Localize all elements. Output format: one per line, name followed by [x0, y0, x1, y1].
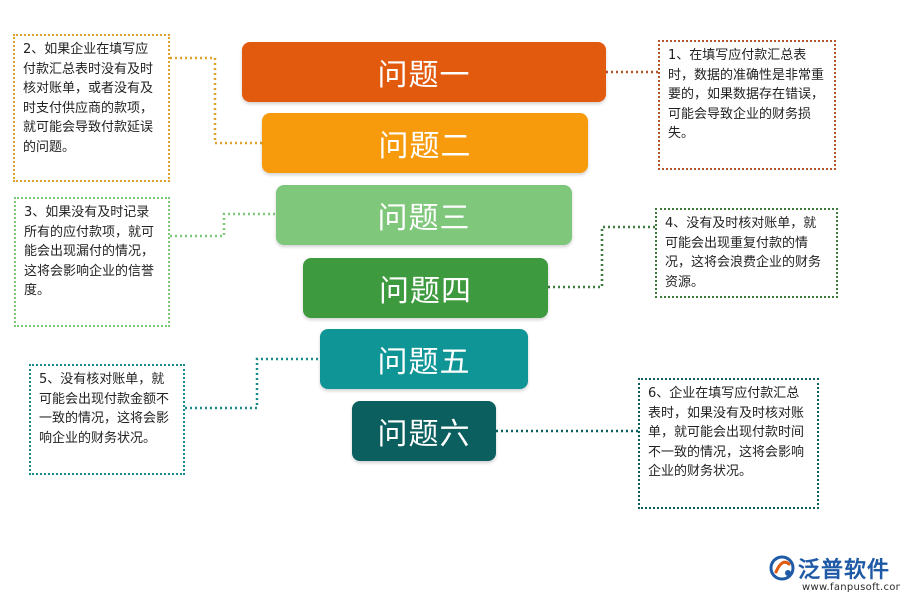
funnel-bar-4: 问题四 [303, 258, 548, 318]
funnel-bar-1: 问题一 [242, 42, 606, 102]
funnel-bar-6: 问题六 [352, 401, 496, 461]
funnel-bar-5: 问题五 [320, 329, 528, 389]
note-4-text: 4、没有及时核对账单，就可能会出现重复付款的情况，这将会浪费企业的财务资源。 [665, 216, 822, 290]
note-3-text: 3、如果没有及时记录所有的应付款项，就可能会出现漏付的情况，这将会影响企业的信誉… [24, 205, 155, 298]
funnel-bar-3: 问题三 [276, 185, 572, 245]
funnel-bar-2-label: 问题二 [378, 129, 472, 164]
fanpu-logo-icon [769, 555, 795, 581]
note-4: 4、没有及时核对账单，就可能会出现重复付款的情况，这将会浪费企业的财务资源。 [655, 208, 838, 298]
note-1-text: 1、在填写应付款汇总表时，数据的准确性是非常重要的，如果数据存在错误，可能会导致… [668, 48, 825, 141]
note-2-text: 2、如果企业在填写应付款汇总表时没有及时核对账单，或者没有及时支付供应商的款项，… [23, 42, 154, 155]
connector-3 [170, 212, 276, 238]
funnel-bar-5-label: 问题五 [377, 345, 471, 380]
funnel-bar-1-label: 问题一 [377, 58, 471, 93]
funnel-bar-2: 问题二 [262, 113, 588, 173]
brand-name: 泛普软件 [798, 558, 891, 583]
note-1: 1、在填写应付款汇总表时，数据的准确性是非常重要的，如果数据存在错误，可能会导致… [658, 40, 836, 170]
brand-url: www.fanpusoft.com [802, 582, 900, 593]
note-5: 5、没有核对账单，就可能会出现付款金额不一致的情况，这将会影响企业的财务状况。 [29, 364, 185, 475]
funnel-bar-6-label: 问题六 [377, 417, 471, 452]
note-3: 3、如果没有及时记录所有的应付款项，就可能会出现漏付的情况，这将会影响企业的信誉… [14, 197, 170, 327]
note-2: 2、如果企业在填写应付款汇总表时没有及时核对账单，或者没有及时支付供应商的款项，… [13, 34, 170, 182]
note-5-text: 5、没有核对账单，就可能会出现付款金额不一致的情况，这将会影响企业的财务状况。 [39, 372, 170, 446]
funnel-bar-3-label: 问题三 [377, 201, 471, 236]
note-6-text: 6、企业在填写应付款汇总表时，如果没有及时核对账单，就可能会出现付款时间不一致的… [648, 386, 805, 479]
funnel-bar-4-label: 问题四 [379, 274, 472, 309]
connector-5 [185, 357, 320, 410]
note-6: 6、企业在填写应付款汇总表时，如果没有及时核对账单，就可能会出现付款时间不一致的… [638, 378, 819, 509]
brand-logo: 泛普软件 www.fanpusoft.com [768, 552, 900, 596]
